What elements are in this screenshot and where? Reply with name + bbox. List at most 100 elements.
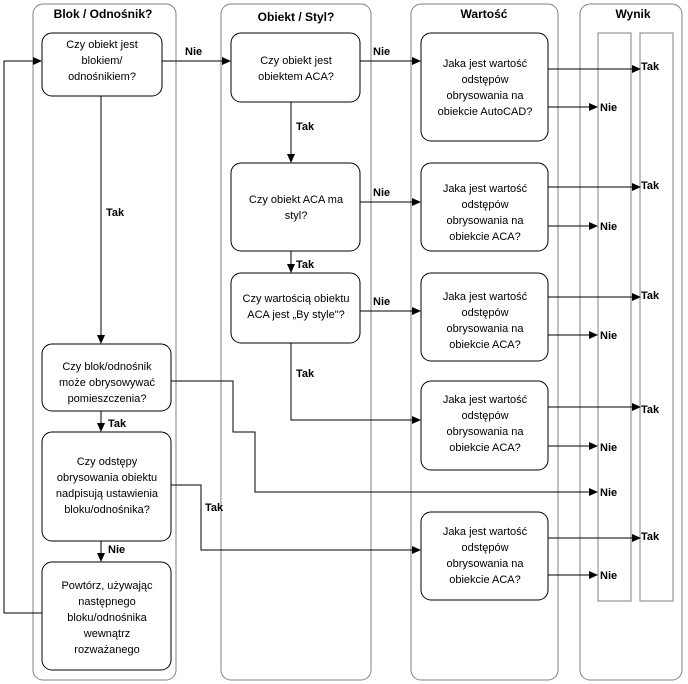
- lane-title-obiekt: Obiekt / Styl?: [258, 10, 335, 24]
- node-v5-line: odstępów: [461, 542, 508, 554]
- node-q3-line: Czy obiekt ACA ma: [249, 194, 344, 206]
- node-v3-text: Jaka jest wartość odstępów obrysowania na o…: [443, 291, 528, 351]
- node-v1-line: odstępów: [461, 74, 508, 86]
- edge-label-q4-v4-yes: Tak: [296, 368, 315, 380]
- result-v2-no: Nie: [600, 221, 617, 233]
- node-q1-box: [41, 32, 163, 97]
- node-q5-line: Czy blok/odnośnik: [62, 361, 152, 373]
- result-v4-yes: Tak: [641, 404, 660, 416]
- lane-title-wynik: Wynik: [615, 7, 650, 21]
- node-v4-line: obrysowania na: [446, 426, 524, 438]
- result-v5-yes: Tak: [641, 531, 660, 543]
- node-v1-line: Jaka jest wartość: [443, 58, 528, 70]
- edge-label-q3-v2-no: Nie: [373, 187, 390, 199]
- node-v3-line: Jaka jest wartość: [443, 291, 528, 303]
- node-q2-box: [230, 32, 361, 103]
- wynik-column-tak: [597, 32, 632, 602]
- node-q6-line: Czy odstępy: [77, 456, 138, 468]
- node-q1-line: odnośnikiem?: [68, 71, 136, 83]
- node-v4-line: Jaka jest wartość: [443, 394, 528, 406]
- node-q2-line: Czy obiekt jest: [260, 55, 332, 67]
- node-v1-text: Jaka jest wartość odstępów obrysowania na o…: [438, 58, 533, 118]
- node-q2-line: obiektem ACA?: [258, 71, 334, 83]
- node-r1-line: rozważanego: [74, 644, 139, 656]
- node-v1-box: [420, 32, 549, 142]
- node-v5-line: obiekcie ACA?: [449, 574, 521, 586]
- result-v1-yes: Tak: [641, 61, 660, 73]
- node-v4-line: odstępów: [461, 410, 508, 422]
- node-v5-line: obrysowania na: [446, 558, 524, 570]
- node-q2-text: Czy obiekt jest obiektem ACA?: [258, 55, 334, 83]
- edge-label-q6-r1-no: Nie: [108, 544, 125, 556]
- node-q1-line: Czy obiekt jest: [66, 39, 138, 51]
- node-q1-line: blokiem/: [82, 55, 124, 67]
- lane-title-wartosc: Wartość: [461, 7, 508, 21]
- result-v4-no: Nie: [600, 442, 617, 454]
- node-v3-line: obiekcie ACA?: [449, 339, 521, 351]
- node-v2-text: Jaka jest wartość odstępów obrysowania na o…: [443, 183, 528, 243]
- node-q6-line: bloku/odnośnika?: [64, 504, 150, 516]
- node-q5-box: [41, 343, 172, 412]
- node-v3-line: odstępów: [461, 307, 508, 319]
- edge-label-q3-q4-yes: Tak: [296, 259, 315, 271]
- node-v4-box: [420, 380, 549, 471]
- lane-title-blok: Blok / Odnośnik?: [54, 7, 153, 21]
- node-q4-line: ACA jest „By style"?: [247, 309, 344, 321]
- edge-label-q2-v1-no: Nie: [373, 46, 390, 58]
- result-v3-no: Nie: [600, 330, 617, 342]
- result-q5-no: Nie: [600, 487, 617, 499]
- node-v2-box: [420, 162, 549, 252]
- lane-obiekt: [220, 3, 372, 681]
- edge-label-q2-q3-yes: Tak: [296, 121, 315, 133]
- node-q6-text: Czy odstępy obrysowania obiektu nadpisują …: [56, 456, 159, 516]
- node-q6-line: nadpisują ustawienia: [56, 488, 159, 500]
- node-q4-box: [230, 272, 361, 344]
- node-q4-line: Czy wartością obiektu: [243, 293, 350, 305]
- result-v2-yes: Tak: [641, 180, 660, 192]
- connectors: [3, 60, 636, 614]
- edge-label-q1-q5-yes: Tak: [106, 207, 125, 219]
- node-r1-line: bloku/odnośnika: [67, 612, 147, 624]
- node-v3-line: obrysowania na: [446, 323, 524, 335]
- node-q1-text: Czy obiekt jest blokiem/odnośnikiem?: [66, 39, 138, 83]
- node-r1-box: [41, 561, 172, 671]
- edge-label-q1-q2-no: Nie: [185, 46, 202, 58]
- node-v2-line: obiekcie ACA?: [449, 231, 521, 243]
- node-v1-line: obiekcie AutoCAD?: [438, 106, 533, 118]
- node-v3-box: [420, 272, 549, 362]
- edge-label-q6-v5-yes: Tak: [205, 502, 224, 514]
- lane-wynik: [579, 3, 683, 681]
- node-v2-line: odstępów: [461, 199, 508, 211]
- node-r1-line: następnego: [78, 596, 136, 608]
- edge-label-q4-v3-no: Nie: [373, 296, 390, 308]
- result-v5-no: Nie: [600, 570, 617, 582]
- node-v5-text: Jaka jest wartość odstępów obrysowania na o…: [443, 526, 528, 586]
- wynik-column-nie: [639, 32, 674, 602]
- node-q5-line: pomieszczenia?: [68, 393, 147, 405]
- node-r1-line: Powtórz, używając: [61, 580, 153, 592]
- node-v4-line: obiekcie ACA?: [449, 442, 521, 454]
- node-q6-box: [41, 431, 172, 542]
- node-q3-text: Czy obiekt ACA ma styl?: [249, 194, 344, 222]
- result-v3-yes: Tak: [641, 290, 660, 302]
- node-v5-box: [420, 511, 549, 601]
- node-q5-text: Czy blok/odnośnik może obrysowywać pomiesz…: [59, 361, 155, 405]
- result-v1-no: Nie: [600, 102, 617, 114]
- node-v2-line: Jaka jest wartość: [443, 183, 528, 195]
- node-q6-line: obrysowania obiektu: [57, 472, 157, 484]
- node-v5-line: Jaka jest wartość: [443, 526, 528, 538]
- node-r1-line: wewnątrz: [83, 628, 130, 640]
- node-q3-line: styl?: [285, 210, 308, 222]
- arrowheads: [33, 57, 641, 579]
- lane-blok: [32, 3, 177, 681]
- node-v4-text: Jaka jest wartość odstępów obrysowania na o…: [443, 394, 528, 454]
- node-q3-box: [230, 162, 361, 252]
- node-r1-text: Powtórz, używając następnego bloku/odnośni…: [61, 580, 153, 656]
- node-v1-line: obrysowania na: [446, 90, 524, 102]
- edge-label-q5-q6-yes: Tak: [108, 418, 127, 430]
- lane-wartosc: [410, 3, 559, 681]
- node-v2-line: obrysowania na: [446, 215, 524, 227]
- node-q5-line: może obrysowywać: [59, 377, 155, 389]
